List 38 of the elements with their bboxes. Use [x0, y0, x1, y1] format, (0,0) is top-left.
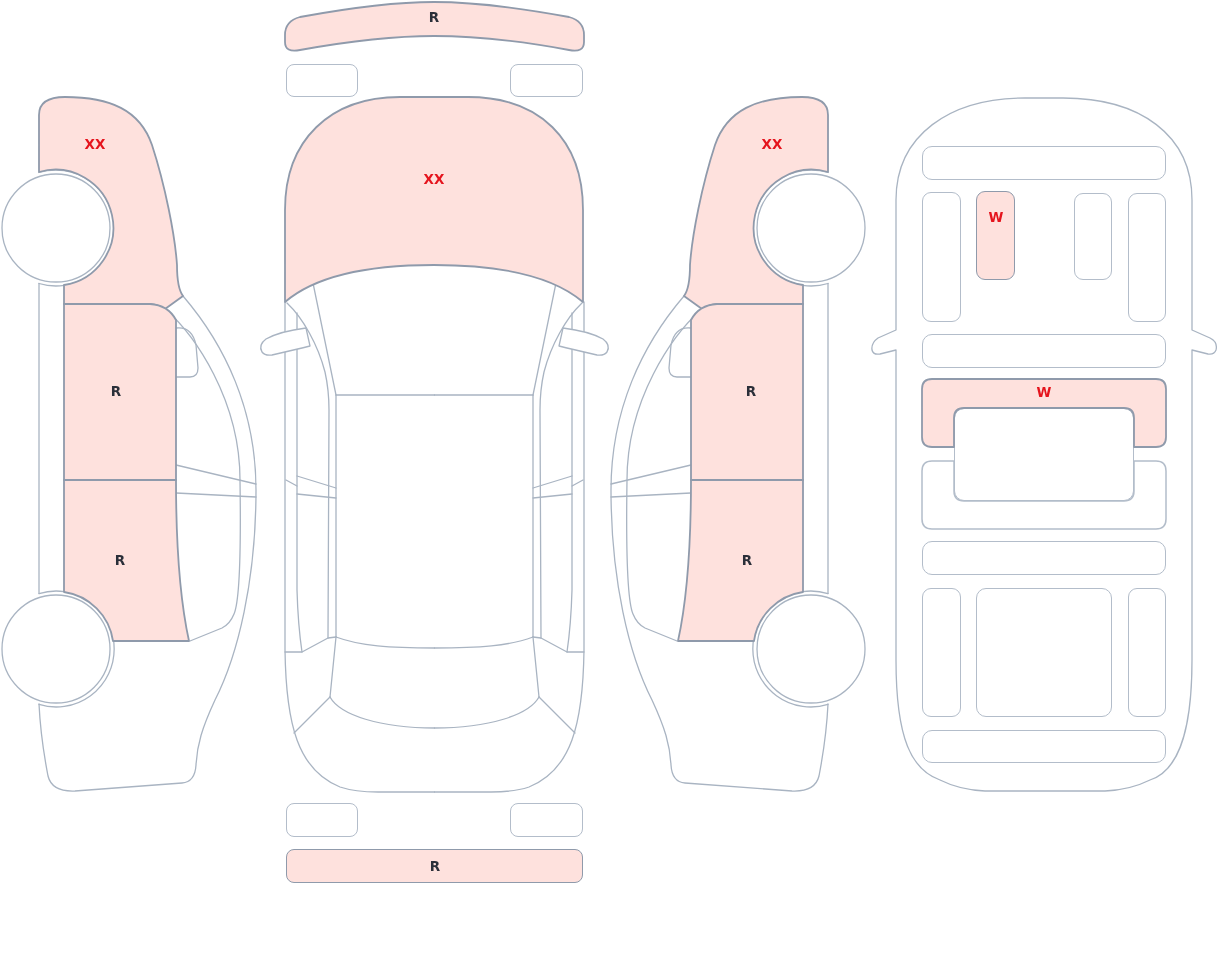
rear-bumper [286, 849, 583, 883]
interior-panel [922, 146, 1166, 180]
interior-panel [921, 460, 1167, 530]
front-door-panel [63, 303, 177, 481]
front-door-panel [690, 303, 804, 481]
damage-code: W [1036, 384, 1052, 400]
interior-panel [954, 408, 1134, 501]
fender-panel [38, 95, 185, 311]
interior-panel [1128, 588, 1166, 717]
interior-panel [922, 588, 961, 717]
hood-panel [284, 96, 584, 303]
fender-panel [682, 95, 829, 311]
damage-code: R [428, 9, 440, 25]
rear-door-panel [677, 479, 804, 642]
damage-code: XX [84, 136, 106, 152]
interior-panel [1128, 193, 1166, 322]
damage-code: R [429, 858, 441, 874]
interior-panel [976, 588, 1112, 717]
headlight [510, 64, 583, 97]
interior-panel [922, 192, 961, 322]
interior-panel [976, 191, 1015, 280]
damage-code: XX [761, 136, 783, 152]
interior-panel [922, 730, 1166, 763]
interior-panel [921, 378, 1167, 448]
damage-code: R [110, 383, 122, 399]
interior-panel [922, 541, 1166, 575]
damage-code: R [114, 552, 126, 568]
taillight [510, 803, 583, 837]
damage-code: W [988, 209, 1004, 225]
front-bumper [284, 1, 585, 54]
damage-code: XX [423, 171, 445, 187]
taillight [286, 803, 358, 837]
headlight [286, 64, 358, 97]
interior-panel [1074, 193, 1112, 280]
damage-code: R [741, 552, 753, 568]
damage-code: R [745, 383, 757, 399]
rear-door-panel [63, 479, 190, 642]
interior-panel [922, 334, 1166, 368]
